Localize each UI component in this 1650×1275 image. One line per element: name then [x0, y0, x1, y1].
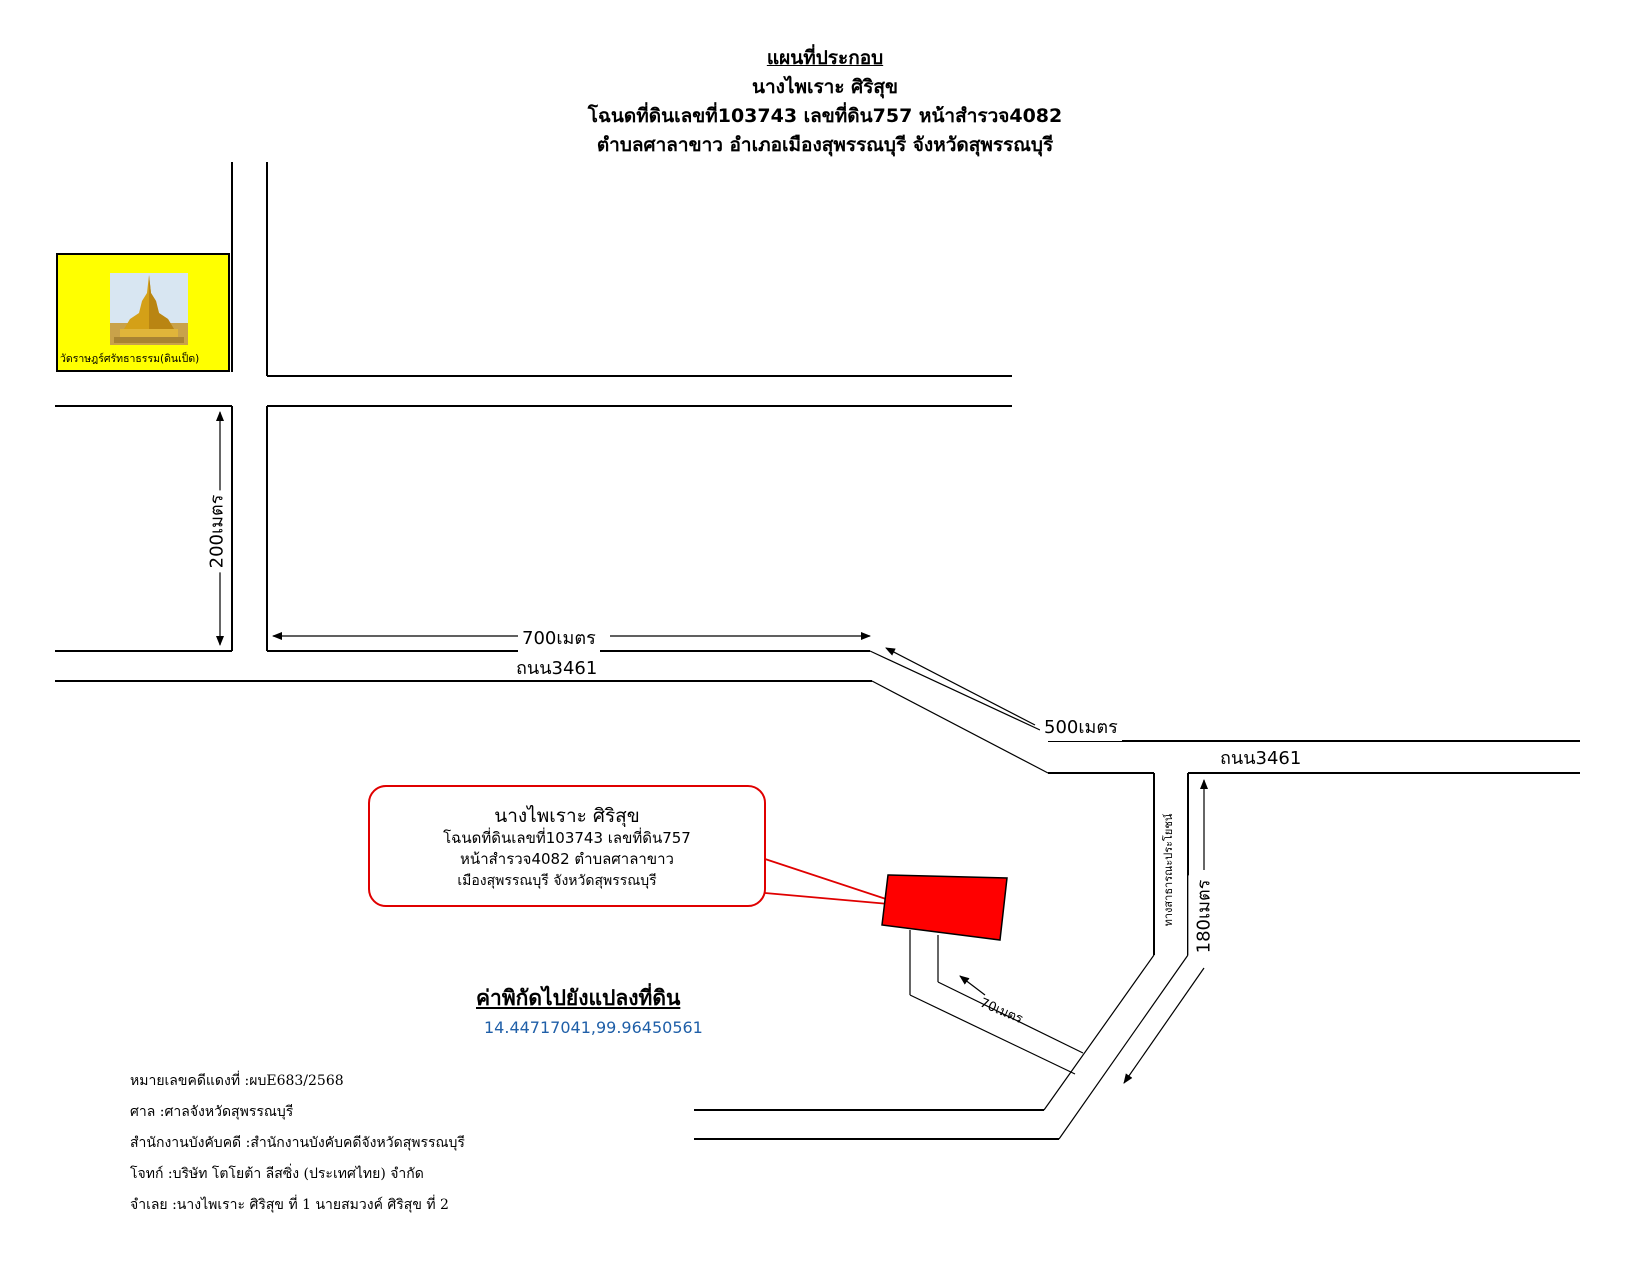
- road-edge: [909, 994, 1076, 1075]
- callout-deed: โฉนดที่ดินเลขที่103743 เลขที่ดิน757: [443, 829, 691, 847]
- callout-pointer: [764, 892, 890, 905]
- road-name-right: ถนน3461: [1220, 748, 1302, 769]
- distance-arrow-500m: [885, 647, 1036, 726]
- defendant: จำเลย :นางไพเราะ ศิริสุข ที่ 1 นายสมวงค์…: [130, 1197, 449, 1213]
- distance-arrow-70m: [959, 975, 986, 996]
- enforcement-office: สำนักงานบังคับคดี :สำนักงานบังคับคดีจังห…: [130, 1135, 465, 1151]
- map-deed: โฉนดที่ดินเลขที่103743 เลขที่ดิน757 หน้า…: [587, 105, 1063, 127]
- distance-label-180m: 180เมตร: [1188, 875, 1218, 958]
- road-edge: [869, 650, 1041, 731]
- callout-pointer: [764, 858, 890, 901]
- plot-callout: นางไพเราะ ศิริสุข โฉนดที่ดินเลขที่103743…: [368, 785, 766, 907]
- court-name: ศาล :ศาลจังหวัดสุพรรณบุรี: [130, 1104, 294, 1120]
- callout-survey: หน้าสำรวจ4082 ตำบลศาลาขาว: [460, 850, 674, 868]
- callout-owner: นางไพเราะ ศิริสุข: [494, 805, 640, 827]
- land-plot: [881, 874, 1008, 941]
- map-location: ตำบลศาลาขาว อำเภอเมืองสุพรรณบุรี จังหวัด…: [596, 134, 1054, 156]
- distance-label-500m: 500เมตร: [1040, 712, 1122, 741]
- map-title-block: แผนที่ประกอบ นางไพเราะ ศิริสุข โฉนดที่ดิ…: [0, 44, 1650, 160]
- road-edge: [937, 981, 1084, 1054]
- distance-label-200m: 200เมตร: [201, 490, 231, 573]
- map-heading: แผนที่ประกอบ: [766, 47, 884, 69]
- case-number: หมายเลขคดีแดงที่ :ผบE683/2568: [130, 1073, 344, 1089]
- temple-name: วัดราษฎร์ศรัทธาธรรม(ดินเป็ด): [60, 353, 200, 365]
- road-edge: [1058, 954, 1189, 1140]
- distance-label-700m: 700เมตร: [518, 623, 600, 652]
- pagoda-icon: [110, 273, 188, 345]
- coordinates-title: ค่าพิกัดไปยังแปลงที่ดิน: [476, 986, 681, 1010]
- public-way-label: ทางสาธารณะประโยชน์: [1162, 813, 1175, 927]
- road-edge: [871, 680, 1049, 774]
- plaintiff: โจทก์ :บริษัท โตโยต้า ลีสซิ่ง (ประเทศไทย…: [130, 1166, 424, 1182]
- distance-arrow-180m: [1123, 967, 1205, 1084]
- road-name-left: ถนน3461: [516, 658, 598, 679]
- map-owner: นางไพเราะ ศิริสุข: [751, 76, 899, 98]
- callout-district: เมืองสุพรรณบุรี จังหวัดสุพรรณบุรี: [457, 873, 657, 889]
- case-info: หมายเลขคดีแดงที่ :ผบE683/2568 ศาล :ศาลจั…: [130, 1066, 465, 1221]
- temple-landmark: วัดราษฎร์ศรัทธาธรรม(ดินเป็ด): [56, 253, 230, 372]
- coordinates-value: 14.44717041,99.96450561: [484, 1018, 703, 1037]
- road-edge: [1043, 954, 1155, 1111]
